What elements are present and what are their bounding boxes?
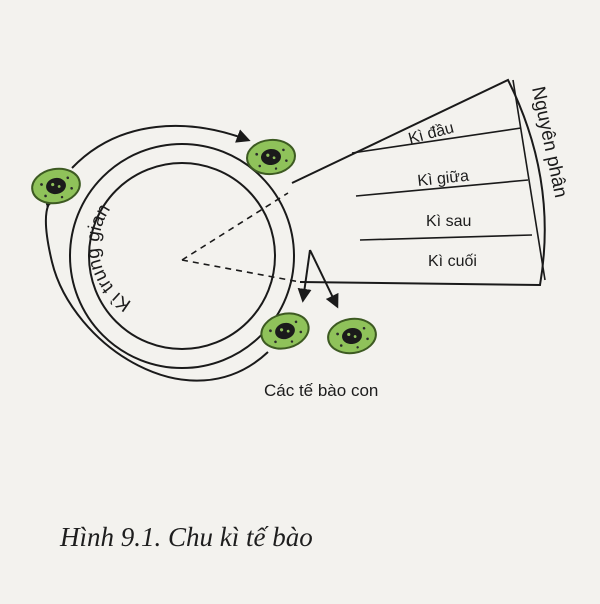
division-arrow-left — [297, 249, 312, 303]
mitosis-divider — [512, 79, 546, 281]
cell-left — [28, 164, 84, 208]
phase-divider-1 — [351, 127, 522, 154]
phase-divider-3 — [359, 234, 533, 241]
phase-label-telophase: Kì cuối — [428, 253, 477, 270]
figure-caption: Hình 9.1. Chu kì tế bào — [60, 522, 313, 552]
daughter-cell-right — [324, 314, 380, 358]
dashed-radius-top — [181, 192, 289, 261]
phase-label-anaphase: Kì sau — [426, 213, 471, 230]
phase-label-metaphase: Kì giữa — [417, 168, 470, 190]
daughter-cells-label: Các tế bào con — [264, 381, 378, 400]
interphase-label: Kì trung gian — [83, 200, 135, 315]
division-arrow-right — [309, 249, 339, 309]
outer-cycle-ring — [69, 143, 295, 369]
mitosis-label: Nguyên phân — [527, 85, 571, 200]
cycle-arrow-lower — [43, 193, 269, 382]
dashed-radius-bottom — [181, 259, 301, 283]
cycle-arrow-upper — [71, 124, 251, 169]
inner-cycle-ring — [88, 162, 276, 350]
daughter-cell-left — [256, 307, 314, 355]
cell-top — [244, 136, 298, 178]
phase-divider-2 — [355, 179, 529, 197]
